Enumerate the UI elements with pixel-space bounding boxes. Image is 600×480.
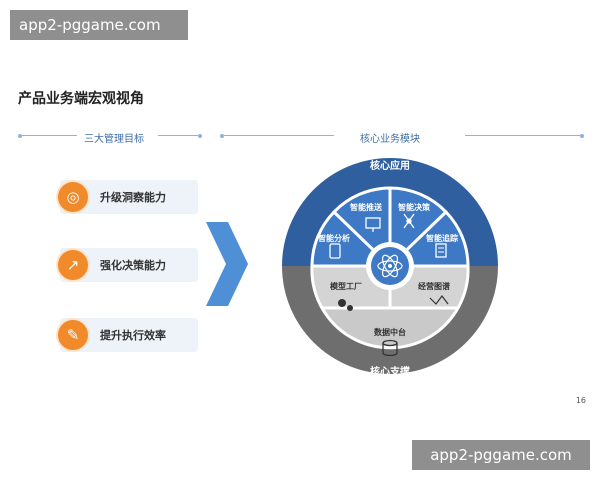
right-section-heading: 核心业务模块	[360, 134, 420, 145]
tablet-icon	[329, 243, 341, 259]
segment-label: 数据中台	[374, 327, 406, 337]
core-application-band	[282, 158, 498, 266]
band-label-core-support: 核心支撑	[370, 365, 410, 378]
page-title: 产品业务端宏观视角	[18, 91, 144, 107]
divider-line	[465, 135, 580, 136]
watermark-bottom: app2-pggame.com	[412, 440, 590, 470]
goal-item-insight: ◎ 升级洞察能力	[56, 180, 198, 214]
goal-label: 提升执行效率	[100, 329, 166, 342]
core-support-band	[282, 266, 498, 374]
document-edit-icon: ✎	[56, 318, 90, 352]
divider-dot	[580, 134, 584, 138]
segment-label: 模型工厂	[330, 281, 362, 291]
tracking-document-icon	[435, 243, 447, 258]
divider-dot	[18, 134, 22, 138]
segment-label: 经营图谱	[418, 281, 450, 291]
gears-icon	[338, 299, 353, 311]
segment-label: 智能追踪	[426, 233, 458, 243]
target-icon: ◎	[56, 180, 90, 214]
segment-label: 智能决策	[398, 202, 431, 212]
business-graph-icon	[429, 295, 449, 305]
database-icon	[382, 339, 398, 357]
watermark-top: app2-pggame.com	[10, 10, 188, 40]
core-module-diagram: 核心应用 核心支撑 智能分析 智能推送 智能决策 智能追踪 模型工厂 经营图谱 …	[282, 158, 498, 378]
segment-data-platform	[319, 306, 461, 350]
trend-chart-icon: ↗	[56, 248, 90, 282]
divider-dot	[220, 134, 224, 138]
divider-line	[22, 135, 77, 136]
decision-network-icon	[403, 213, 415, 229]
band-label-core-application: 核心应用	[370, 159, 410, 172]
goal-label: 升级洞察能力	[100, 191, 166, 204]
goal-item-decision: ↗ 强化决策能力	[56, 248, 198, 282]
left-section-heading: 三大管理目标	[84, 134, 144, 145]
chevron-arrow-icon	[206, 222, 248, 306]
goal-label: 强化决策能力	[100, 259, 166, 272]
divider-line	[158, 135, 198, 136]
segment-label: 智能分析	[318, 233, 350, 243]
segment-label: 智能推送	[350, 202, 383, 212]
goal-item-execution: ✎ 提升执行效率	[56, 318, 198, 352]
divider-dot	[198, 134, 202, 138]
page-number: 16	[575, 396, 586, 405]
divider-line	[224, 135, 334, 136]
